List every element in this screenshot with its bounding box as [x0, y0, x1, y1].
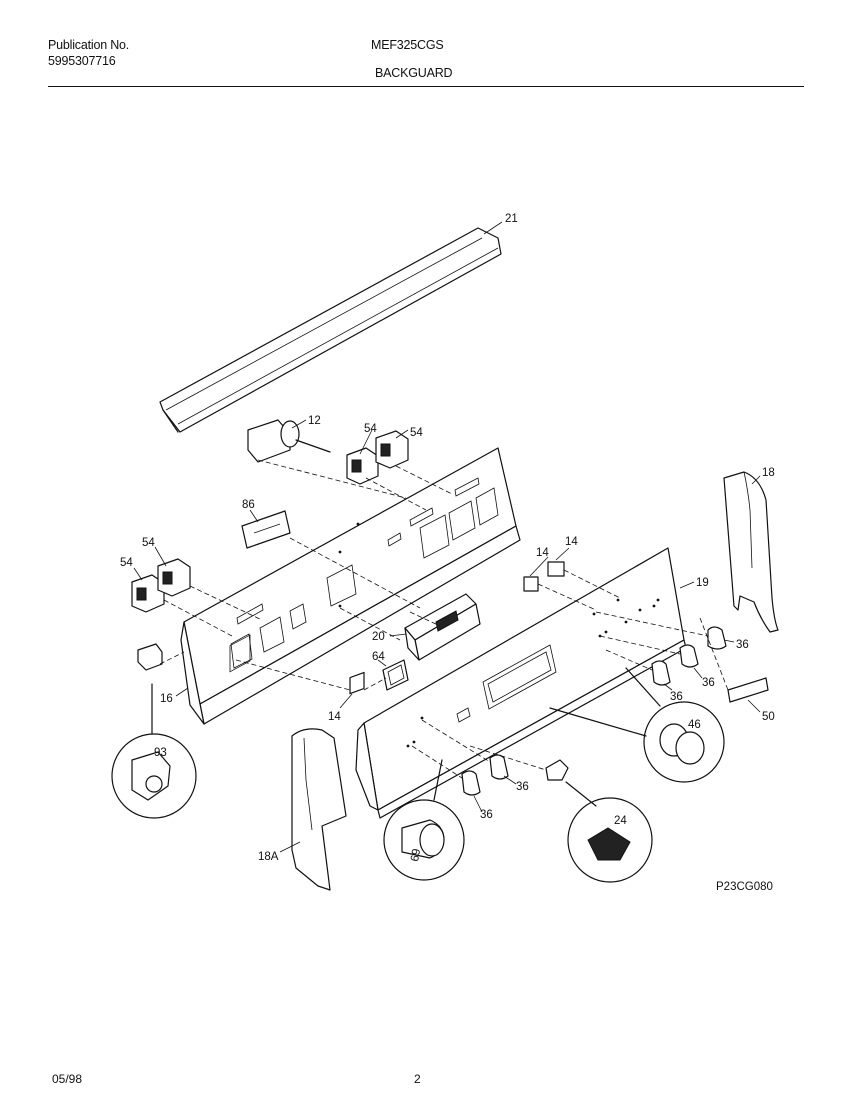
callout-labels: 21 12 54 54 86 54 54 16 18 14 14 19 20 6…: [120, 213, 775, 893]
callout-50: 50: [762, 711, 775, 723]
callout-36d: 36: [516, 781, 529, 793]
callout-36b: 36: [702, 677, 715, 689]
callout-18a: 18A: [258, 851, 279, 863]
callout-64: 64: [372, 651, 385, 663]
part-64-bracket: [382, 659, 409, 691]
part-50-clip: [727, 677, 769, 703]
part-93-bracket: [137, 643, 163, 671]
callout-93: 93: [154, 747, 167, 759]
inset-69: [383, 759, 465, 881]
inset-46: [549, 667, 725, 783]
callout-14c: 14: [328, 711, 341, 723]
part-18-right-end-cap: [723, 471, 779, 633]
publication-number: 5995307716: [48, 54, 116, 68]
leader-lines: [133, 221, 761, 853]
assembly-lines: [159, 459, 729, 779]
callout-36a: 36: [736, 639, 749, 651]
drawing-code: P23CG080: [716, 881, 773, 893]
part-86-plate: [241, 510, 291, 549]
model-number: MEF325CGS: [371, 38, 444, 52]
part-24-rocker: [545, 759, 569, 781]
callout-46: 46: [688, 719, 701, 731]
callout-69: 69: [409, 848, 423, 863]
callout-19: 19: [696, 577, 709, 589]
callout-12: 12: [308, 415, 321, 427]
publication-label: Publication No.: [48, 38, 130, 52]
callout-36c: 36: [670, 691, 683, 703]
callout-24: 24: [614, 815, 627, 827]
callout-18: 18: [762, 467, 775, 479]
callout-54d: 54: [120, 557, 133, 569]
part-36-knobs: [461, 626, 727, 796]
footer-page-number: 2: [414, 1072, 421, 1086]
callout-16: 16: [160, 693, 173, 705]
callout-20: 20: [372, 631, 385, 643]
callout-54a: 54: [364, 423, 377, 435]
callout-36e: 36: [480, 809, 493, 821]
header-rule: [48, 86, 804, 87]
inset-24: [565, 781, 653, 883]
part-21-top-trim: [159, 227, 502, 433]
panel-holes: [338, 522, 660, 748]
footer-date: 05/98: [52, 1072, 83, 1086]
callout-54b: 54: [410, 427, 423, 439]
callout-54c: 54: [142, 537, 155, 549]
part-54-switches: [131, 430, 409, 613]
part-12-component: [247, 419, 331, 463]
inset-93: [111, 683, 197, 819]
callout-14a: 14: [536, 547, 549, 559]
part-20-timer: [404, 593, 481, 661]
backguard-housing: [180, 447, 521, 725]
part-18a-left-end-cap: [291, 728, 347, 891]
section-title: BACKGUARD: [375, 66, 453, 80]
callout-21: 21: [505, 213, 518, 225]
callout-14b: 14: [565, 536, 578, 548]
callout-86: 86: [242, 499, 255, 511]
